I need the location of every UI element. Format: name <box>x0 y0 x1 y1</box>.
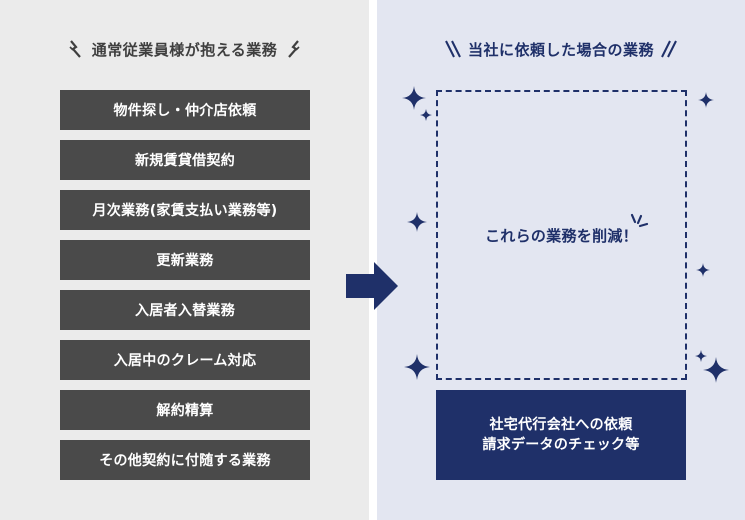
reduction-area: これらの業務を削減！ <box>436 90 687 380</box>
sparkle-icon <box>402 86 426 110</box>
task-item: 月次業務(家賃支払い業務等) <box>60 190 310 230</box>
lightning-icon <box>69 40 81 58</box>
lightning-icon <box>288 40 300 58</box>
double-slash-icon <box>661 40 677 58</box>
sparkle-icon <box>407 212 427 232</box>
result-line-2: 請求データのチェック等 <box>482 437 640 453</box>
task-item: 新規賃貸借契約 <box>60 140 310 180</box>
reduction-message: これらの業務を削減！ <box>484 226 638 245</box>
task-item: 解約精算 <box>60 390 310 430</box>
arrow-right-icon <box>346 262 398 310</box>
task-list: 物件探し・仲介店依頼 新規賃貸借契約 月次業務(家賃支払い業務等) 更新業務 入… <box>60 90 310 490</box>
double-slash-icon <box>445 40 461 58</box>
outsourced-tasks-title: 当社に依頼した場合の業務 <box>467 40 654 59</box>
sparkle-icon <box>703 357 729 383</box>
sparkle-icon <box>420 109 432 121</box>
sparkle-icon <box>404 354 430 380</box>
task-item: その他契約に付随する業務 <box>60 440 310 480</box>
task-item: 入居中のクレーム対応 <box>60 340 310 380</box>
current-tasks-heading: 通常従業員様が抱える業務 <box>0 38 369 60</box>
sparkle-icon <box>695 350 707 362</box>
result-line-1: 社宅代行会社への依頼 <box>489 417 633 433</box>
task-item: 入居者入替業務 <box>60 290 310 330</box>
outsourced-result-box: 社宅代行会社への依頼 請求データのチェック等 <box>436 390 686 480</box>
sparkle-icon <box>698 92 714 108</box>
current-tasks-title: 通常従業員様が抱える業務 <box>91 40 278 59</box>
burst-lines-icon <box>630 213 649 228</box>
sparkle-icon <box>696 263 710 277</box>
task-item: 更新業務 <box>60 240 310 280</box>
outsourced-tasks-heading: 当社に依頼した場合の業務 <box>377 38 745 60</box>
task-item: 物件探し・仲介店依頼 <box>60 90 310 130</box>
